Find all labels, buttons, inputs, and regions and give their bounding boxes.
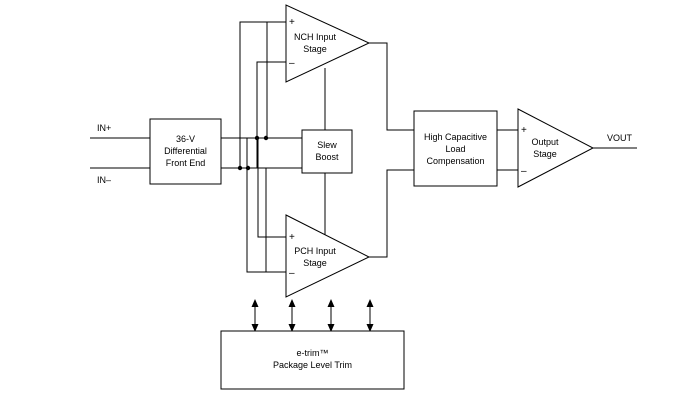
nch-amp-triangle [285,4,371,83]
junction-dot [245,165,251,171]
front-end-block: 36-V Differential Front End [149,118,222,185]
output-amp-triangle [517,108,595,188]
nch-plus-feed [266,21,286,138]
output-stage-line1: Output [531,137,559,147]
in-minus-label: IN– [97,175,111,185]
nch-input-stage: + – NCH Input Stage [285,4,371,83]
junction-dot [237,165,243,171]
junction-dot [254,135,260,141]
front-end-line1: 36-V [176,134,195,144]
pch-amp-triangle [285,214,371,298]
trim-box [220,330,405,390]
pch-input-stage: + – PCH Input Stage [285,214,371,298]
trim-arrows [251,299,374,332]
load-compensation-block: High Capacitive Load Compensation [413,110,498,187]
pch-plus-feed [257,138,286,238]
outer-loop-bottom [246,138,286,273]
trim-line2: Package Level Trim [273,360,352,370]
pch-minus-feed [265,168,286,273]
slew-boost-line1: Slew [317,140,337,150]
slew-boost-block: Slew Boost [301,129,353,174]
front-end-line3: Front End [166,158,206,168]
outer-loop-top [239,21,286,168]
pch-out-wire [369,169,414,258]
nch-label-line1: NCH Input [294,32,337,42]
nch-label-line2: Stage [303,44,327,54]
pch-plus-sign: + [289,232,295,243]
pch-label-line2: Stage [303,258,327,268]
trim-block: e-trim™ Package Level Trim [220,330,405,390]
junction-dot [263,135,269,141]
wires [90,21,637,273]
nch-minus-feed [256,61,286,168]
nch-out-wire [369,42,414,131]
in-plus-label: IN+ [97,123,111,133]
trim-line1: e-trim™ [297,348,329,358]
slew-boost-line2: Boost [315,152,339,162]
front-end-line2: Differential [164,146,207,156]
pch-label-line1: PCH Input [294,246,336,256]
nch-minus-sign: – [289,58,295,69]
junctions [237,135,269,171]
load-comp-line2: Load [445,144,465,154]
front-end-box [149,118,222,185]
out-minus-sign: – [521,166,527,177]
pch-minus-sign: – [289,268,295,279]
load-compensation-box [413,110,498,187]
nch-plus-sign: + [289,17,295,28]
slew-boost-box [301,129,353,174]
out-plus-sign: + [521,125,527,136]
output-stage-line2: Stage [533,149,557,159]
output-stage: + – Output Stage [517,108,595,188]
vout-label: VOUT [607,133,633,143]
load-comp-line3: Compensation [426,156,484,166]
load-comp-line1: High Capacitive [424,132,487,142]
